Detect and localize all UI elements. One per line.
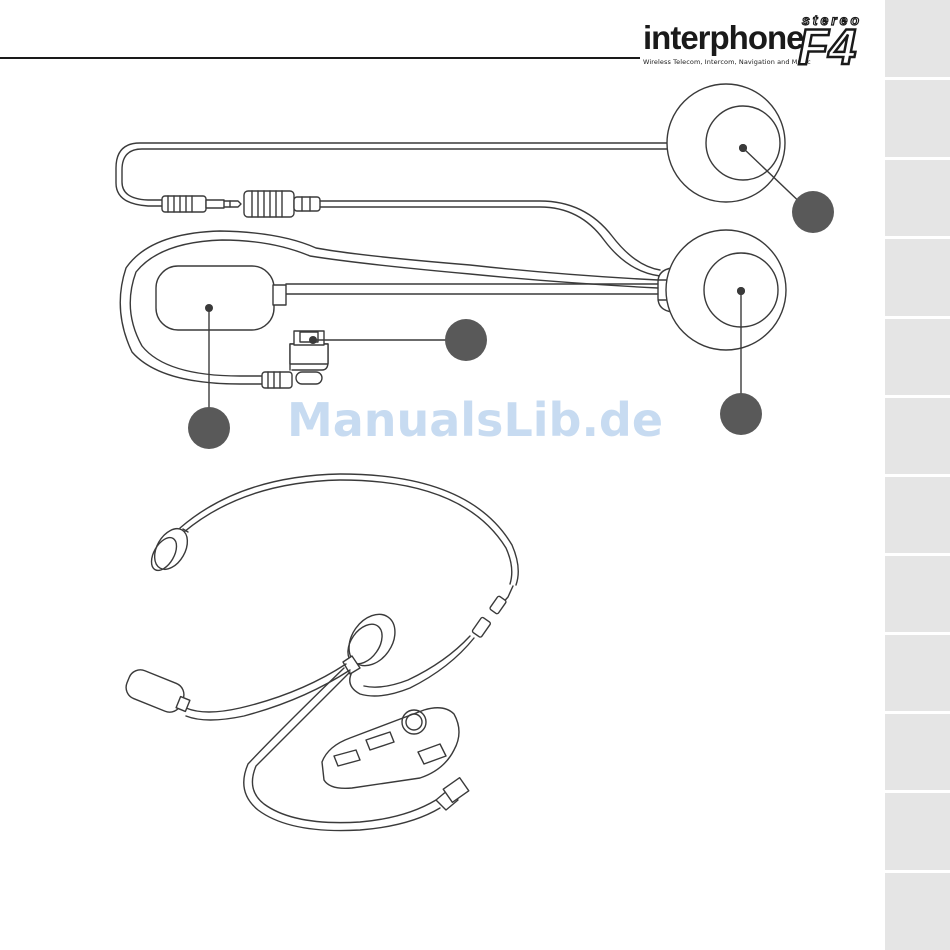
small-jack-plug-1 [489,596,506,615]
left-earpiece [146,523,194,575]
callout-dot [739,144,747,152]
callout-dot [205,304,213,312]
bottom-angled-connector [436,778,469,810]
small-jack-plug-2 [472,617,491,638]
upper-speaker [667,84,785,202]
callout-marker [792,191,834,233]
headband-wire [180,474,518,585]
audio-jack-female [244,191,320,217]
boom-microphone [156,266,286,330]
bottom-boom-microphone [122,666,189,716]
watermark: ManualsLib.de [0,393,950,447]
main-earpiece [340,606,405,675]
callout-dot [737,287,745,295]
callout-dot [309,336,317,344]
audio-jack-male [162,196,241,212]
callout-marker [445,319,487,361]
bluetooth-unit [322,708,459,789]
lower-speaker [658,230,786,350]
